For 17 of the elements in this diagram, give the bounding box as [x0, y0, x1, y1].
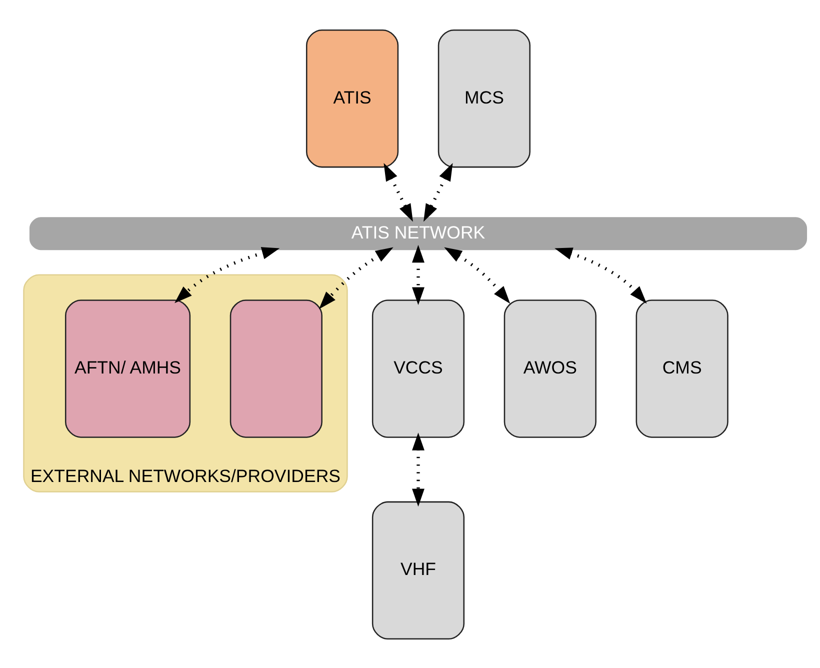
arrow: [384, 162, 413, 222]
node-box: VHF: [372, 500, 465, 640]
node-box: ATIS NETWORK: [29, 216, 808, 250]
arrow: [444, 246, 510, 304]
node-box: MCS: [438, 28, 530, 168]
node-box: CMS: [636, 299, 728, 438]
node-box: VCCS: [372, 299, 465, 438]
arrow: [174, 246, 280, 303]
node-box: [230, 299, 322, 438]
arrow: [412, 244, 424, 305]
arrow: [318, 246, 394, 309]
node-box: AFTN/ AMHS: [64, 299, 191, 438]
node-box: ATIS: [306, 28, 399, 168]
arrow: [424, 162, 453, 222]
node-box: AWOS: [504, 299, 596, 438]
arrow: [412, 432, 424, 506]
arrow: [554, 247, 647, 304]
